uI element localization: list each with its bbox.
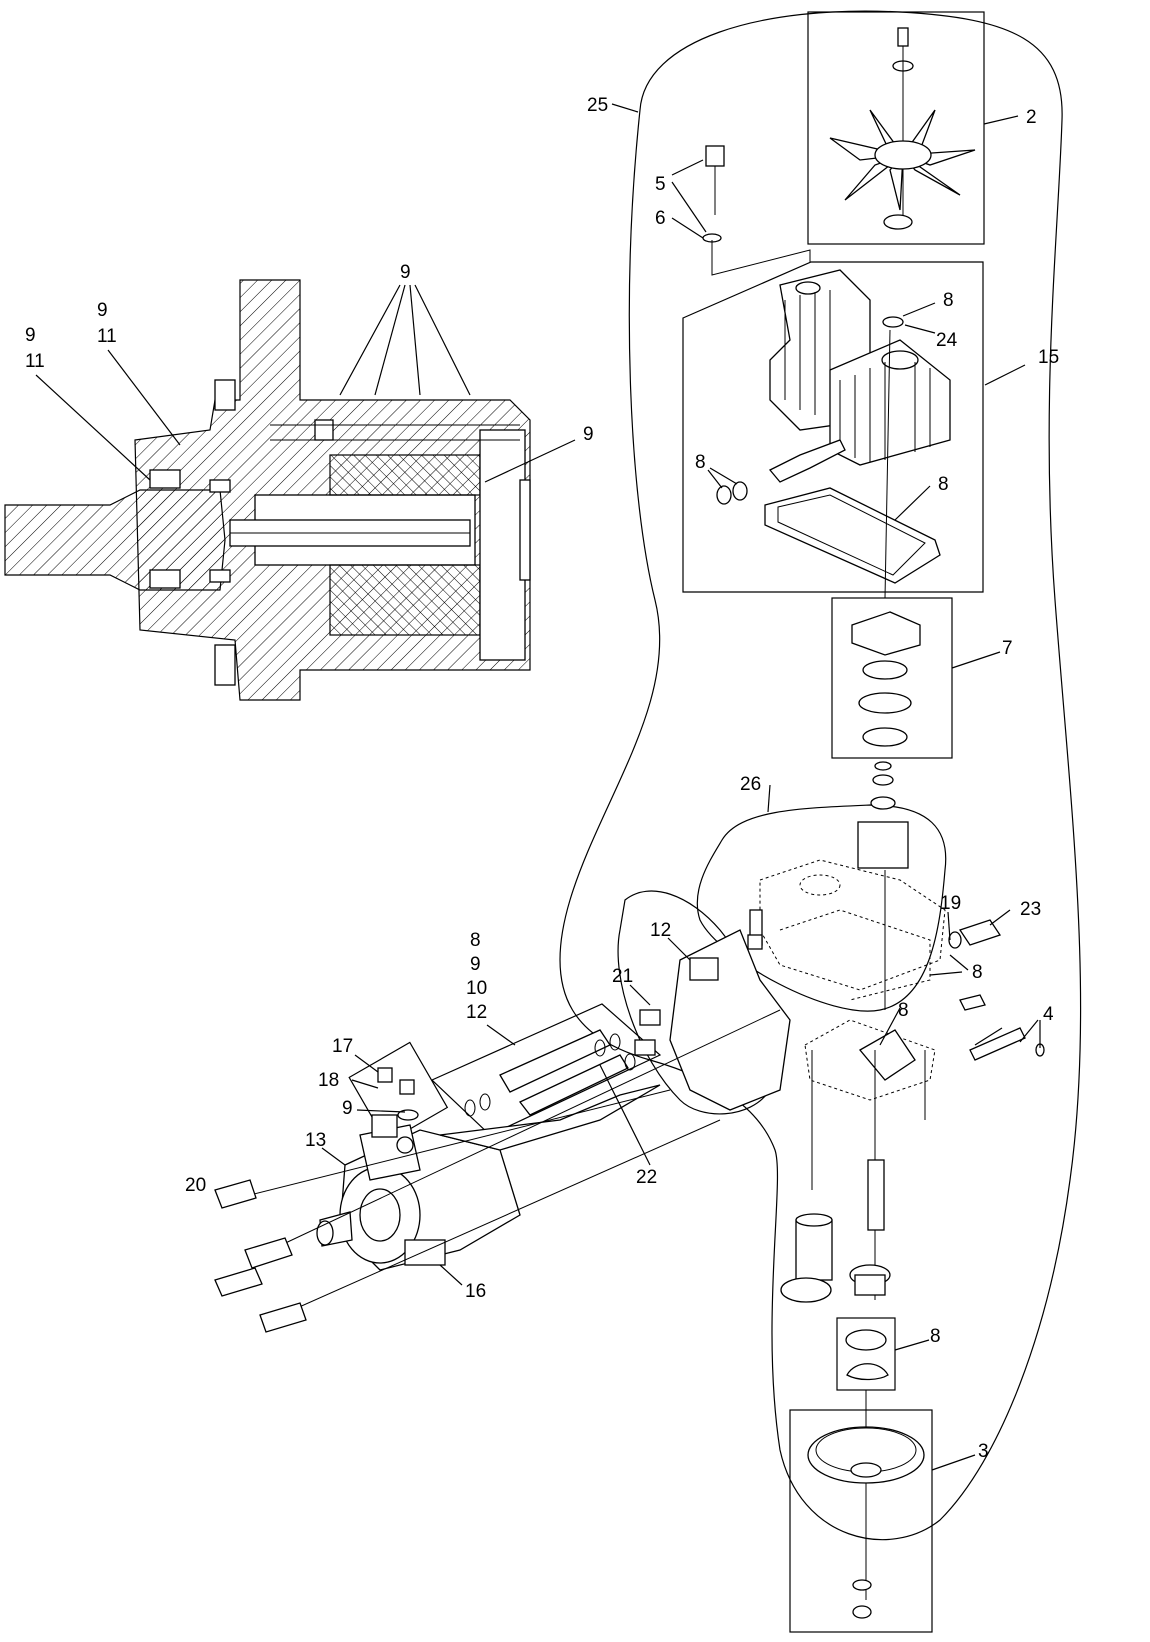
callout-20: 20 [185, 1175, 206, 1196]
callout-25: 25 [587, 95, 608, 116]
section-cylinder-block-lower [329, 564, 481, 636]
callout-22: 22 [636, 1167, 657, 1188]
section-callout-9-top: 9 [400, 262, 411, 283]
callout-13: 13 [305, 1130, 326, 1151]
box-housing-cover [682, 261, 984, 593]
callout-8-e: 8 [898, 1000, 909, 1021]
section-callout-9-a: 9 [25, 325, 36, 346]
callout-5: 5 [655, 174, 666, 195]
callout-17: 17 [332, 1036, 353, 1057]
callout-8-f: 8 [930, 1326, 941, 1347]
callout-leaders [321, 103, 1041, 1471]
section-cylinder-block [329, 454, 481, 496]
pulley-assembly [807, 1390, 925, 1619]
section-callout-11-a: 11 [25, 351, 45, 372]
callout-23: 23 [1020, 899, 1041, 920]
box-pulley [789, 1409, 933, 1633]
callout-8-a: 8 [943, 290, 954, 311]
callout-18: 18 [318, 1070, 339, 1091]
fan-assembly [829, 27, 976, 230]
callout-4: 4 [1043, 1004, 1054, 1025]
callout-21: 21 [612, 966, 633, 987]
group-callout-12: 12 [466, 1002, 487, 1023]
box-valve-group-8-9-10-12 [430, 1003, 662, 1136]
housing-cover [716, 269, 951, 599]
section-callout-9-right: 9 [583, 424, 594, 445]
callout-24: 24 [936, 330, 958, 351]
group-callout-9: 9 [470, 954, 481, 975]
callout-9-e: 9 [342, 1098, 353, 1119]
callout-2: 2 [1026, 107, 1037, 128]
lower-bearing-assembly [845, 1329, 889, 1381]
callout-8-b: 8 [695, 452, 706, 473]
callout-8-d: 8 [972, 962, 983, 983]
section-leaders [35, 284, 576, 483]
group-callout-10: 10 [466, 978, 487, 999]
outline-center-section-26 [696, 804, 947, 1012]
callout-6: 6 [655, 208, 666, 229]
callout-19: 19 [940, 893, 961, 914]
callout-15: 15 [1038, 347, 1059, 368]
group-callout-8: 8 [470, 930, 481, 951]
box-bearing [831, 597, 953, 759]
assembly-outline-25 [559, 10, 1082, 1541]
callout-3: 3 [978, 1441, 989, 1462]
section-callout-9-b: 9 [97, 300, 108, 321]
motor-assembly [214, 909, 791, 1333]
callout-8-c: 8 [938, 474, 949, 495]
callout-12-a: 12 [650, 920, 671, 941]
box-fan [807, 11, 985, 245]
callout-26: 26 [740, 774, 761, 795]
section-callout-11-b: 11 [97, 326, 117, 347]
section-end-plate [479, 429, 526, 661]
cross-section-view [4, 279, 531, 701]
callout-7: 7 [1002, 638, 1013, 659]
callout-16: 16 [465, 1281, 486, 1302]
center-case-assembly [759, 761, 1045, 1303]
dipstick-assembly [702, 145, 811, 276]
bearing-assembly [851, 611, 921, 747]
